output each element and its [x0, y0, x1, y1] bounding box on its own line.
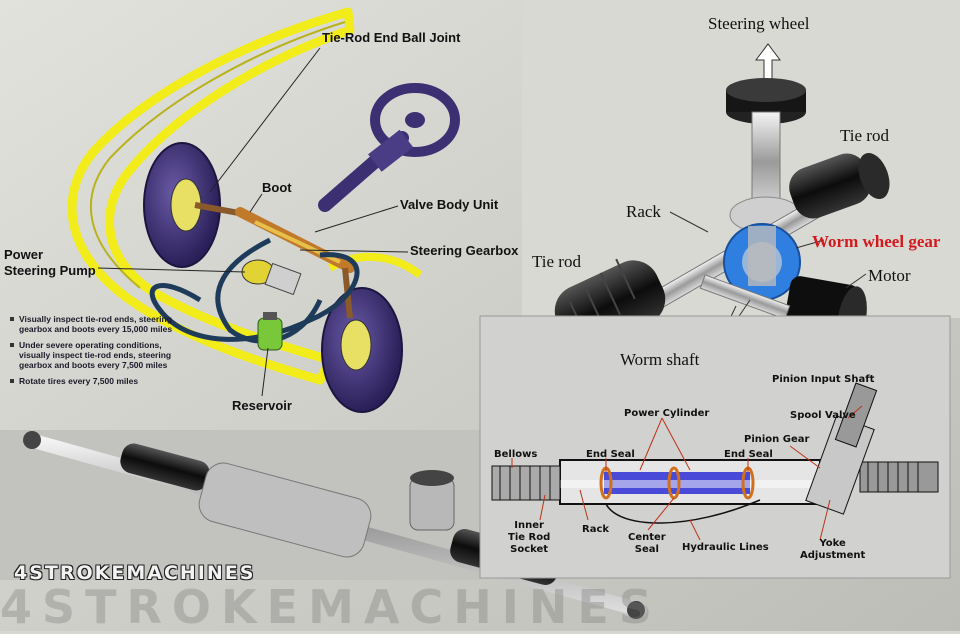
- worm-wheel-gear-icon: [723, 223, 801, 301]
- leader-hydraulic: [689, 519, 701, 541]
- label-steering-wheel: Steering wheel: [708, 14, 810, 33]
- worm-shaft: [699, 274, 791, 320]
- bellows-section: [491, 465, 561, 501]
- hydraulic-line: [605, 499, 761, 524]
- maintenance-notes: Visually inspect tie-rod ends, steering …: [8, 314, 188, 392]
- label-yoke-adjustment: Yoke Adjustment: [800, 538, 866, 561]
- label-valve-body: Valve Body Unit: [400, 197, 499, 212]
- watermark-logo: 4STROKEMACHINES: [14, 562, 256, 584]
- leader-gearbox: [299, 249, 409, 253]
- leader-worm-wheel: [795, 239, 825, 249]
- cross-section-panel: [479, 315, 951, 579]
- rack-bar-section: [560, 480, 820, 488]
- label-inner-tie-rod-socket: Inner Tie Rod Socket: [508, 520, 551, 555]
- rack-photo-end-left: [23, 431, 41, 449]
- reservoir-icon: [257, 312, 283, 351]
- rack-photo-pinion: [409, 470, 455, 531]
- label-rack-section: Rack: [582, 524, 610, 535]
- label-spool-valve: Spool Valve: [790, 410, 856, 421]
- label-end-seal-right: End Seal: [724, 449, 773, 460]
- label-bellows: Bellows: [494, 449, 538, 460]
- label-hydraulic-lines: Hydraulic Lines: [682, 542, 769, 553]
- steering-rack-photo: [0, 430, 647, 619]
- power-steering-pump-icon: [241, 259, 302, 296]
- label-rack: Rack: [626, 202, 661, 221]
- leader-valve-body: [314, 205, 399, 233]
- label-end-seal-left: End Seal: [586, 449, 635, 460]
- label-tie-rod-right: Tie rod: [840, 126, 889, 145]
- leader-reservoir: [261, 347, 269, 397]
- car-body-inner-line: [89, 21, 346, 289]
- tie-rod-boot-right: [789, 152, 890, 219]
- leader-boot: [249, 193, 263, 213]
- label-power-steering-pump: Power Steering Pump: [4, 247, 96, 278]
- label-center-seal: Center Seal: [628, 532, 666, 555]
- label-motor: Motor: [868, 266, 911, 285]
- label-pinion-input-shaft: Pinion Input Shaft: [772, 374, 875, 385]
- watermark-shadow: 4STROKEMACHINES: [0, 580, 662, 634]
- pinion-valve-section: [805, 382, 878, 515]
- car-schematic: [67, 7, 460, 413]
- label-tie-rod-left: Tie rod: [532, 252, 581, 271]
- label-boot: Boot: [262, 180, 292, 195]
- front-right-hub: [340, 319, 372, 371]
- leader-center-seal: [647, 497, 675, 531]
- car-body-outline: [67, 7, 355, 385]
- rack-photo-end-right: [627, 601, 645, 619]
- label-pinion-gear: Pinion Gear: [744, 434, 810, 445]
- maintenance-note: Rotate tires every 7,500 miles: [8, 376, 188, 386]
- label-steering-gearbox: Steering Gearbox: [410, 243, 519, 258]
- maintenance-note: Under severe operating conditions, visua…: [8, 340, 188, 370]
- leader-rack: [669, 211, 709, 233]
- label-tie-rod-end: Tie-Rod End Ball Joint: [322, 30, 461, 45]
- leader-tie-rod-end: [209, 47, 321, 193]
- label-power-cylinder: Power Cylinder: [624, 408, 710, 419]
- rack-photo-boot-left: [120, 443, 210, 491]
- leader-motor: [845, 273, 867, 289]
- label-reservoir: Reservoir: [232, 398, 292, 413]
- leader-pinion-gear: [789, 445, 821, 469]
- rack-photo-housing: [198, 462, 372, 558]
- leader-spool: [847, 405, 863, 419]
- label-worm-shaft: Worm shaft: [620, 350, 700, 369]
- leader-yoke: [819, 499, 831, 541]
- hydraulic-hose-a: [215, 237, 323, 344]
- right-bellows-section: [859, 461, 939, 493]
- leader-pump: [97, 267, 246, 273]
- steering-shaft: [751, 111, 781, 213]
- leader-socket: [539, 494, 546, 521]
- leader-power-cylinder: [639, 417, 691, 471]
- hydraulic-hose-b: [149, 252, 360, 342]
- column-housing: [368, 129, 414, 172]
- maintenance-note: Visually inspect tie-rod ends, steering …: [8, 314, 188, 334]
- steering-wheel-disc: [726, 78, 806, 124]
- hydraulic-cross-section: [479, 315, 951, 579]
- leader-rack: [579, 489, 589, 521]
- label-worm-wheel-gear: Worm wheel gear: [812, 232, 941, 251]
- steering-wheel-icon: [370, 83, 460, 157]
